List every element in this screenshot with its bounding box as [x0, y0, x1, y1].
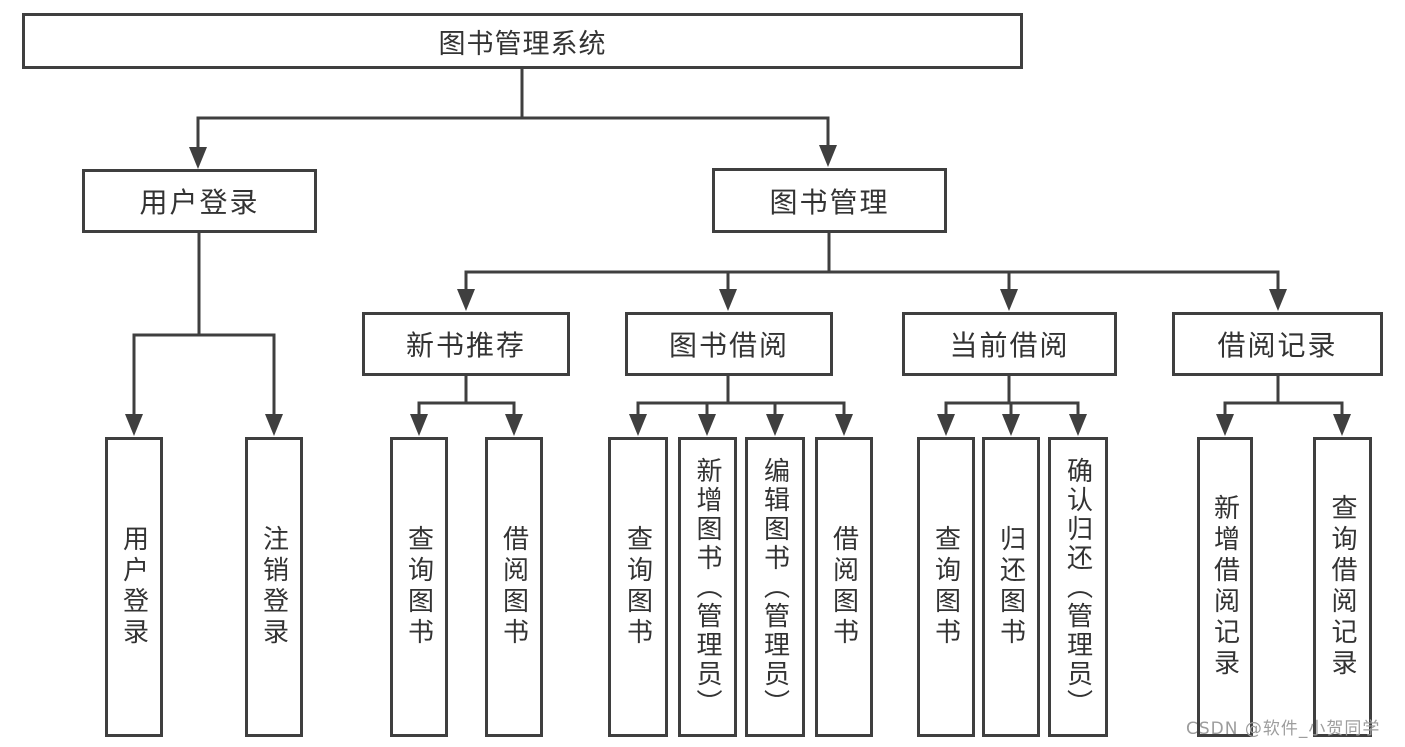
arrow-down-icon	[629, 414, 647, 436]
node-root-system: 图书管理系统	[22, 13, 1023, 69]
csdn-watermark: CSDN @软件_小贺同学	[1186, 719, 1381, 739]
arrow-down-icon	[766, 414, 784, 436]
arrow-down-icon	[1216, 414, 1234, 436]
arrow-down-icon	[1069, 414, 1087, 436]
leaf-query-book-current: 查询图书	[917, 437, 975, 737]
leaf-return-book: 归还图书	[982, 437, 1040, 737]
leaf-edit-book-admin: 编辑图书（管理员）	[745, 437, 805, 737]
arrow-down-icon	[1333, 414, 1351, 436]
leaf-add-borrow-record: 新增借阅记录	[1197, 437, 1253, 737]
arrow-down-icon	[189, 147, 207, 169]
node-book-management: 图书管理	[712, 168, 947, 233]
connector	[464, 270, 1280, 293]
node-borrow-records: 借阅记录	[1172, 312, 1383, 376]
node-user-login: 用户登录	[82, 169, 317, 233]
arrow-down-icon	[410, 414, 428, 436]
node-book-borrowing: 图书借阅	[625, 312, 833, 376]
arrow-down-icon	[819, 145, 837, 167]
leaf-borrow-book: 借阅图书	[815, 437, 873, 737]
leaf-confirm-return-admin: 确认归还（管理员）	[1048, 437, 1108, 737]
arrow-down-icon	[125, 414, 143, 436]
arrow-down-icon	[1002, 414, 1020, 436]
node-current-borrowing: 当前借阅	[902, 312, 1117, 376]
leaf-query-book-recommend: 查询图书	[390, 437, 448, 737]
connector	[132, 333, 276, 418]
leaf-logout: 注销登录	[245, 437, 303, 737]
arrow-down-icon	[1000, 289, 1018, 311]
leaf-add-book-admin: 新增图书（管理员）	[678, 437, 737, 737]
arrow-down-icon	[698, 414, 716, 436]
arrow-down-icon	[719, 289, 737, 311]
arrow-down-icon	[835, 414, 853, 436]
connector	[196, 116, 830, 150]
node-new-book-recommend: 新书推荐	[362, 312, 570, 376]
arrow-down-icon	[1269, 289, 1287, 311]
connector	[636, 401, 846, 418]
arrow-down-icon	[505, 414, 523, 436]
leaf-query-borrow-record: 查询借阅记录	[1313, 437, 1372, 737]
arrow-down-icon	[265, 414, 283, 436]
arrow-down-icon	[937, 414, 955, 436]
connector	[944, 401, 1080, 418]
connector	[417, 401, 516, 418]
connector	[1223, 401, 1344, 418]
leaf-query-book-borrowing: 查询图书	[608, 437, 668, 737]
arrow-down-icon	[457, 289, 475, 311]
leaf-user-login: 用户登录	[105, 437, 163, 737]
leaf-borrow-book-recommend: 借阅图书	[485, 437, 543, 737]
